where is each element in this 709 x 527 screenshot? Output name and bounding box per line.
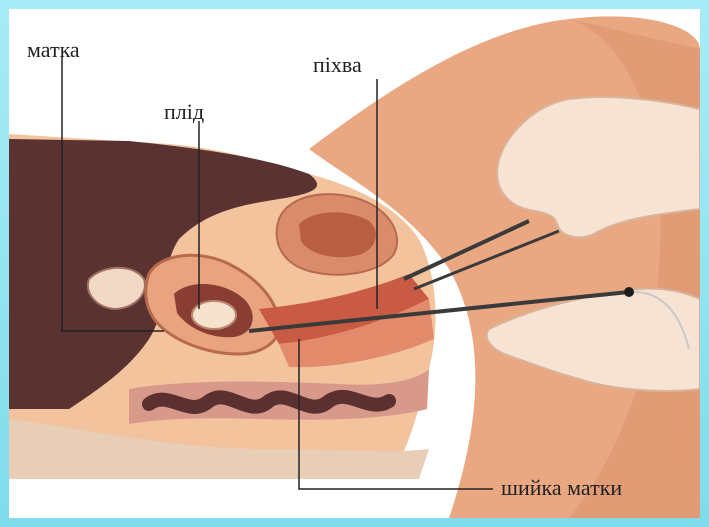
label-fetus: плід bbox=[164, 101, 204, 123]
label-cervix: шийка матки bbox=[501, 477, 622, 499]
label-uterus: матка bbox=[27, 39, 80, 61]
anatomy-illustration bbox=[9, 9, 700, 518]
sound-handle-tip bbox=[624, 287, 634, 297]
label-vagina: піхва bbox=[313, 54, 362, 76]
rectum-folds bbox=[149, 397, 389, 407]
illustration-panel: матка плід піхва шийка матки bbox=[9, 9, 700, 518]
